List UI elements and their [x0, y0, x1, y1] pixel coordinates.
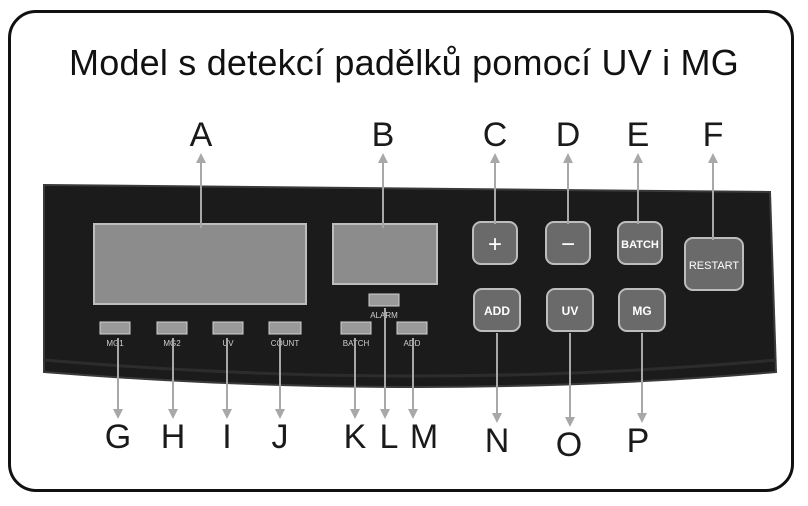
indicator-mg1: MG1	[99, 321, 131, 348]
main-display	[93, 223, 307, 305]
restart-button[interactable]: RESTART	[684, 237, 744, 291]
callout-g: G	[104, 418, 132, 456]
plus-button-label: +	[488, 231, 502, 258]
indicator-uv-label: UV	[222, 339, 234, 348]
add-button[interactable]: ADD	[473, 288, 521, 332]
minus-button[interactable]: −	[545, 221, 591, 265]
callout-n: N	[484, 422, 510, 460]
indicator-mg1-label: MG1	[106, 339, 124, 348]
plus-button[interactable]: +	[472, 221, 518, 265]
callout-d: D	[555, 116, 581, 154]
restart-button-label: RESTART	[689, 260, 740, 272]
mg-button-label: MG	[632, 304, 651, 318]
uv-button-label: UV	[562, 304, 579, 318]
batch-button[interactable]: BATCH	[617, 221, 663, 265]
uv-button[interactable]: UV	[546, 288, 594, 332]
callout-a: A	[189, 116, 213, 154]
control-panel-bottom-edge	[43, 358, 777, 378]
indicator-batch-label: BATCH	[343, 339, 370, 348]
indicator-count: COUNT	[268, 321, 302, 348]
minus-button-label: −	[561, 231, 575, 258]
secondary-display	[332, 223, 438, 285]
indicator-count-label: COUNT	[271, 339, 300, 348]
callout-l: L	[379, 418, 399, 456]
indicator-batch: BATCH	[340, 321, 372, 348]
callout-j: J	[271, 418, 289, 456]
diagram-title: Model s detekcí padělků pomocí UV i MG	[69, 42, 739, 83]
mg-button[interactable]: MG	[618, 288, 666, 332]
callout-k: K	[343, 418, 367, 456]
callout-o: O	[555, 426, 583, 464]
callout-h: H	[160, 418, 186, 456]
callout-p: P	[626, 422, 650, 460]
callout-f: F	[702, 116, 724, 154]
add-button-label: ADD	[484, 304, 510, 318]
callout-m: M	[409, 418, 439, 456]
batch-button-label: BATCH	[621, 239, 659, 251]
callout-e: E	[626, 116, 650, 154]
callout-i: I	[222, 418, 232, 456]
callout-c: C	[482, 116, 508, 154]
callout-b: B	[371, 116, 395, 154]
indicator-uv: UV	[212, 321, 244, 348]
